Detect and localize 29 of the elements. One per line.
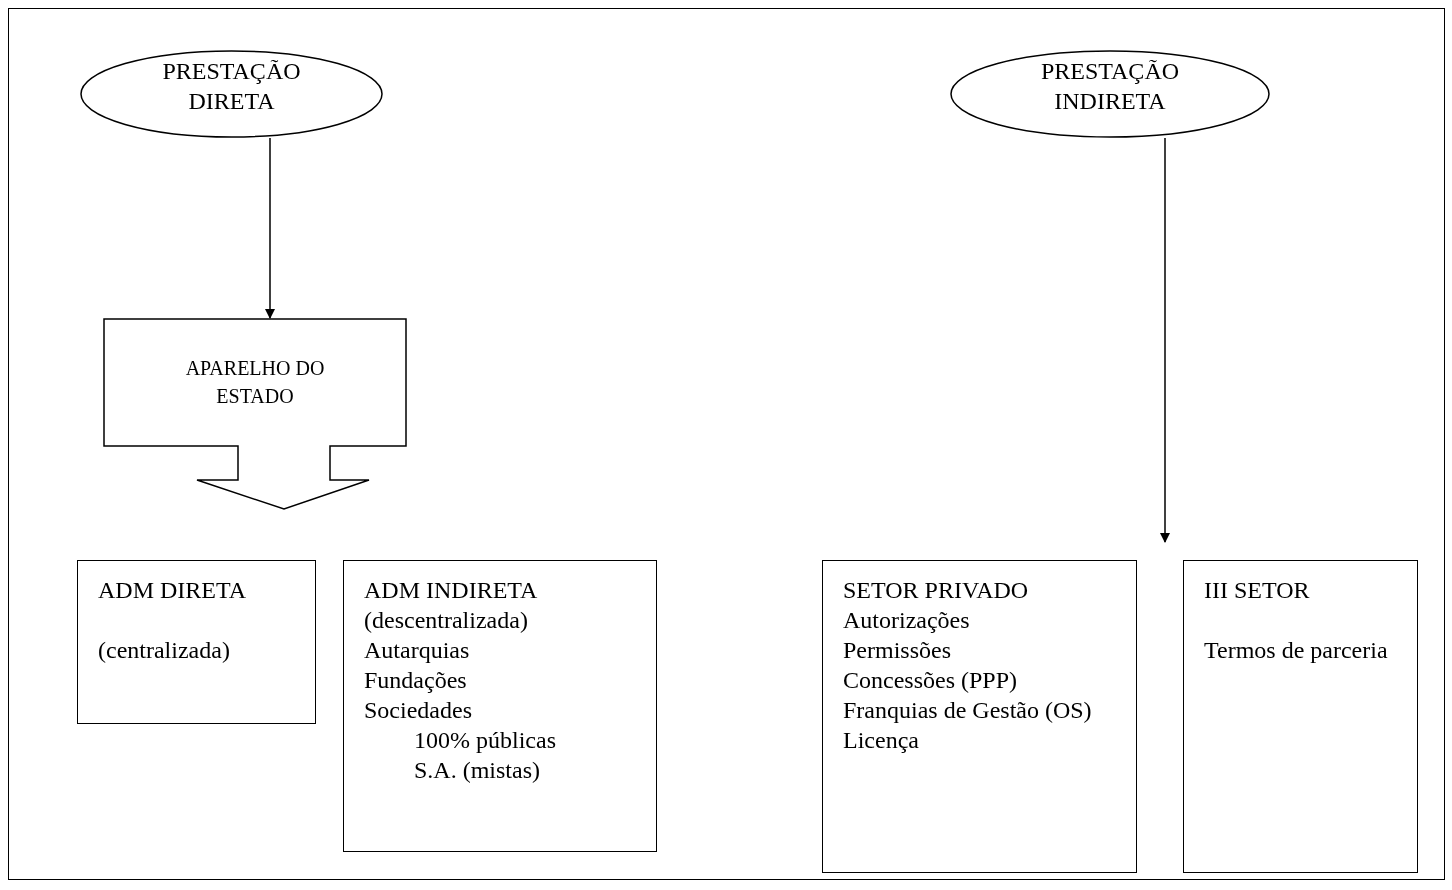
text-box — [343, 560, 657, 852]
node-text: (descentralizada) — [364, 606, 529, 635]
node-text: Permissões — [843, 636, 952, 665]
node-text: Franquias de Gestão (OS) — [843, 696, 1093, 725]
node-text: APARELHO DO ESTADO — [184, 356, 326, 409]
node-text: ADM INDIRETA — [364, 576, 539, 605]
ellipse-node — [80, 50, 383, 138]
node-text: III SETOR — [1204, 576, 1311, 605]
node-text: SETOR PRIVADO — [843, 576, 1030, 605]
node-text: Licença — [843, 726, 920, 755]
node-text: S.A. (mistas) — [413, 756, 541, 785]
node-text: PRESTAÇÃO INDIRETA — [1039, 57, 1181, 116]
node-text: Autorizações — [843, 606, 971, 635]
node-text: Fundações — [364, 666, 468, 695]
arrow — [265, 137, 275, 319]
node-text: Autarquias — [364, 636, 471, 665]
node-text: ADM DIRETA — [98, 576, 248, 605]
node-text: (centralizada) — [98, 636, 231, 665]
node-text: PRESTAÇÃO DIRETA — [161, 57, 302, 116]
node-text: Termos de parceria — [1204, 636, 1389, 665]
node-text: Concessões (PPP) — [843, 666, 1018, 695]
down-arrow-callout — [103, 318, 407, 510]
ellipse-node — [950, 50, 1270, 138]
node-text: 100% públicas — [413, 726, 557, 755]
node-text: Sociedades — [364, 696, 473, 725]
text-box — [77, 560, 316, 724]
text-box — [1183, 560, 1418, 873]
arrow — [1160, 137, 1170, 543]
text-box — [822, 560, 1137, 873]
